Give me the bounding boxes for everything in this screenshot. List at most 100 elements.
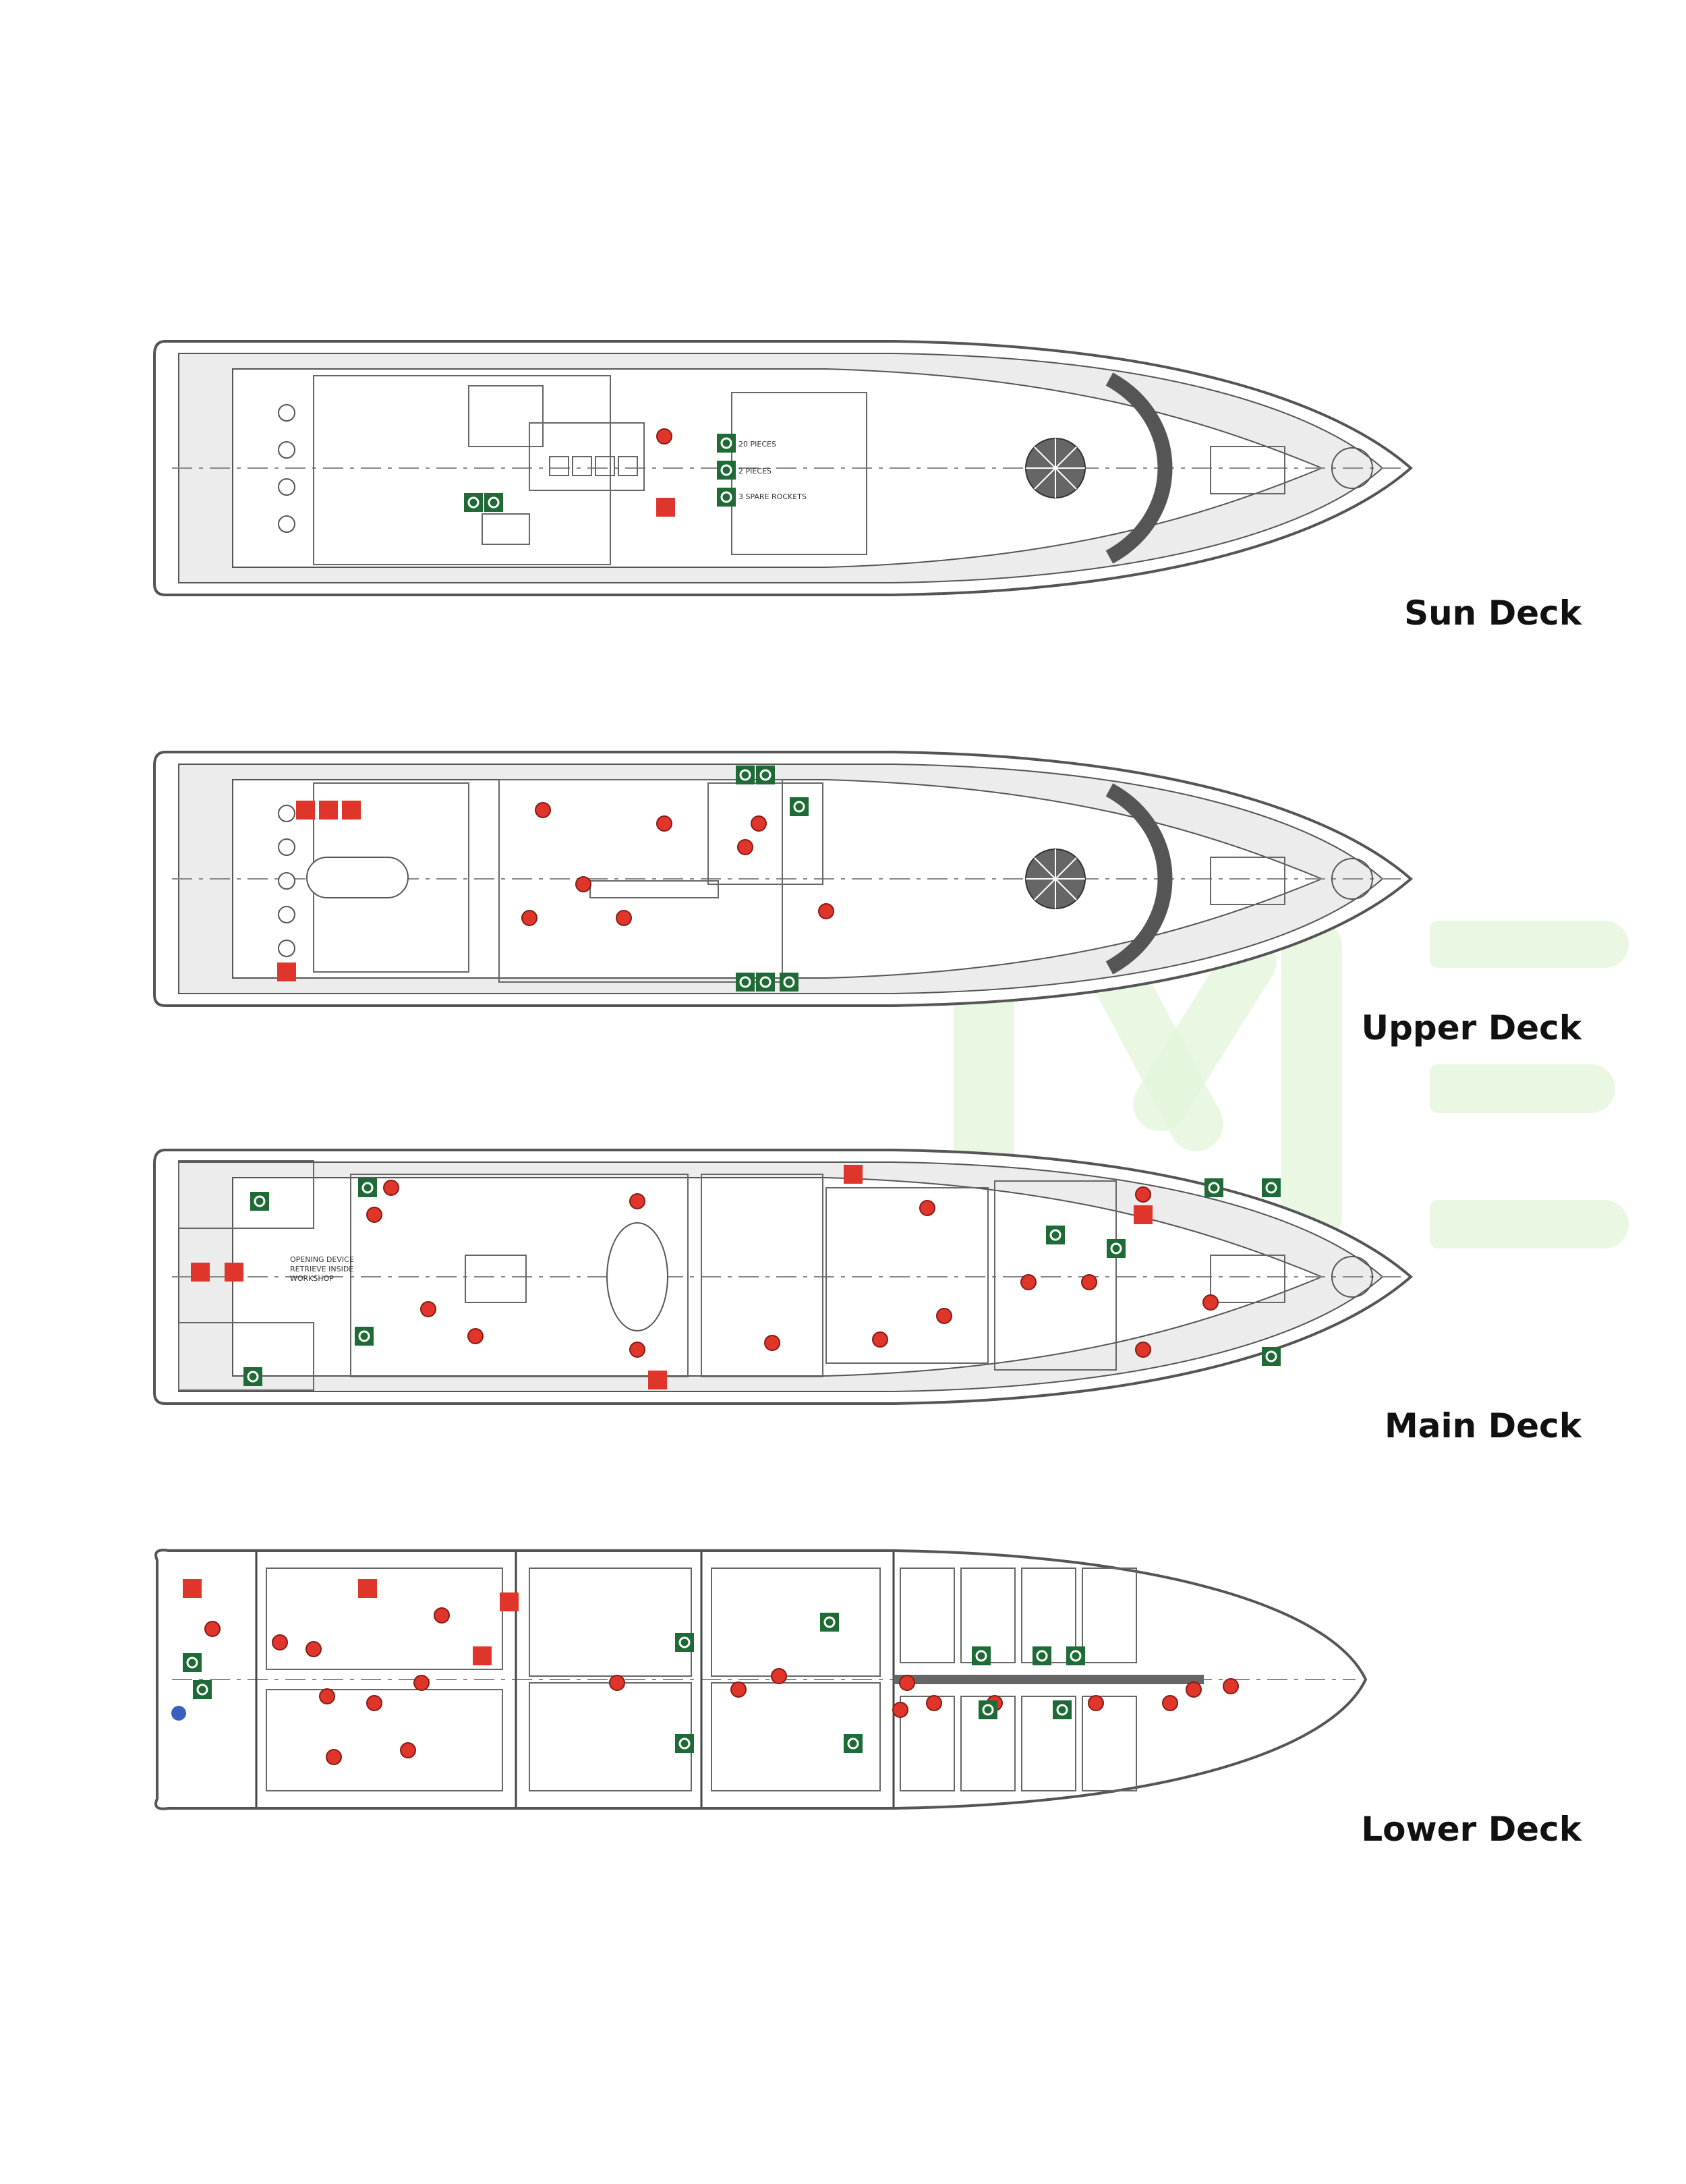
window-porthole <box>278 906 295 923</box>
window-porthole <box>278 940 295 957</box>
fire-extinguisher-icon <box>771 1668 787 1684</box>
fire-alarm-icon <box>342 801 361 820</box>
fire-extinguisher-icon <box>400 1742 416 1758</box>
rosette-spoke <box>1034 447 1056 469</box>
lifejacket-icon <box>484 493 503 512</box>
lifejacket-icon-glyph <box>1110 1242 1122 1255</box>
room-outline <box>178 1322 314 1391</box>
fire-alarm-icon <box>844 1165 863 1184</box>
fire-extinguisher-icon <box>899 1675 915 1691</box>
fire-extinguisher-icon <box>751 815 767 832</box>
room-outline <box>529 422 645 491</box>
lifejacket-icon-glyph <box>759 769 772 781</box>
lifejacket-icon-glyph <box>1056 1704 1068 1716</box>
room-outline <box>1082 1568 1137 1663</box>
fire-alarm-icon <box>656 498 675 517</box>
lifejacket-icon-glyph <box>247 1371 259 1383</box>
lifejacket-icon-glyph <box>467 496 479 509</box>
fire-alarm-icon <box>473 1646 492 1665</box>
upper-deck-label: Upper Deck <box>1361 1008 1581 1047</box>
room-outline <box>595 456 615 476</box>
fire-extinguisher-icon <box>1020 1274 1037 1290</box>
fire-extinguisher-icon <box>818 903 834 919</box>
fire-extinguisher-icon <box>656 428 672 444</box>
lifejacket-icon <box>675 1734 694 1753</box>
main-deck-label: Main Deck <box>1385 1406 1581 1445</box>
fire-alarm-icon <box>1134 1205 1153 1224</box>
lower-deck-label: Lower Deck <box>1361 1810 1581 1849</box>
lifejacket-icon-glyph <box>488 496 500 509</box>
fire-extinguisher-icon <box>629 1193 645 1209</box>
dining-table <box>606 1222 668 1331</box>
room-outline <box>960 1696 1016 1791</box>
room-outline <box>701 1174 823 1377</box>
room-outline <box>1210 1255 1285 1303</box>
lifejacket-icon-glyph <box>1265 1350 1277 1362</box>
fire-alarm-icon <box>296 801 315 820</box>
lifejacket-icon <box>780 973 798 992</box>
window-porthole <box>278 515 295 533</box>
fire-extinguisher-icon <box>1186 1682 1202 1698</box>
fire-alarm-icon <box>319 801 338 820</box>
room-outline <box>1082 1696 1137 1791</box>
lifejacket-icon <box>844 1734 863 1753</box>
lifejacket-icon-glyph <box>361 1182 374 1194</box>
window-porthole <box>278 838 295 856</box>
lifejacket-icon-glyph <box>847 1737 859 1750</box>
room-outline <box>266 1689 503 1791</box>
lifejacket-icon-glyph <box>975 1650 987 1662</box>
window-porthole <box>278 441 295 459</box>
lifejacket-icon <box>1262 1178 1281 1197</box>
fire-extinguisher-icon <box>629 1342 645 1358</box>
room-outline <box>1021 1696 1076 1791</box>
fire-alarm-icon <box>191 1263 210 1282</box>
fire-extinguisher-icon <box>1202 1294 1219 1311</box>
lifejacket-icon <box>717 461 736 480</box>
fire-extinguisher-icon <box>272 1634 288 1650</box>
lifejacket-icon <box>250 1192 269 1211</box>
rosette-spoke <box>1055 857 1077 880</box>
lifejacket-icon <box>756 766 775 784</box>
fire-extinguisher-icon <box>319 1688 335 1704</box>
lifejacket-icon-glyph <box>793 801 805 813</box>
fire-extinguisher-icon <box>366 1695 382 1711</box>
room-outline <box>498 779 783 983</box>
rosette-spoke <box>1055 467 1077 490</box>
lifejacket-icon-glyph <box>739 769 751 781</box>
lifejacket-icon-glyph <box>186 1657 198 1669</box>
fire-extinguisher-icon <box>616 910 632 926</box>
lifejacket-icon <box>1107 1239 1126 1258</box>
lifejacket-icon <box>1066 1646 1085 1665</box>
lifejacket-icon-glyph <box>1265 1182 1277 1194</box>
fire-extinguisher-icon <box>306 1641 322 1657</box>
rosette-spoke <box>1055 878 1077 900</box>
room-outline <box>350 1174 689 1377</box>
lifejacket-icon <box>675 1633 694 1652</box>
lifejacket-icon-glyph <box>1070 1650 1082 1662</box>
fire-extinguisher-icon <box>204 1621 221 1637</box>
rosette-spoke <box>1055 447 1077 469</box>
window-porthole <box>278 805 295 822</box>
note-opening-device-3: WORKSHOP <box>290 1274 334 1283</box>
lifejacket-icon <box>820 1613 839 1632</box>
lifejacket-icon-glyph <box>358 1330 370 1342</box>
lifejacket-icon-glyph <box>823 1616 836 1628</box>
lifejacket-icon <box>1033 1646 1051 1665</box>
fire-extinguisher-icon <box>1135 1342 1151 1358</box>
rosette-spoke <box>1034 467 1056 490</box>
lifejacket-icon-glyph <box>982 1704 994 1716</box>
note-lifejackets: 20 PIECES <box>738 440 776 449</box>
fire-extinguisher-icon <box>936 1308 952 1324</box>
fire-extinguisher-icon <box>434 1607 450 1623</box>
fire-extinguisher-icon <box>1223 1678 1239 1694</box>
dining-table <box>306 857 409 898</box>
lifejacket-icon <box>183 1653 202 1672</box>
room-outline <box>482 513 530 545</box>
room-outline <box>900 1696 955 1791</box>
fire-extinguisher-icon <box>764 1335 780 1351</box>
anchor-windlass <box>1331 1256 1373 1298</box>
room-outline <box>711 1682 881 1791</box>
room-outline <box>549 456 569 476</box>
room-outline <box>825 1187 989 1364</box>
